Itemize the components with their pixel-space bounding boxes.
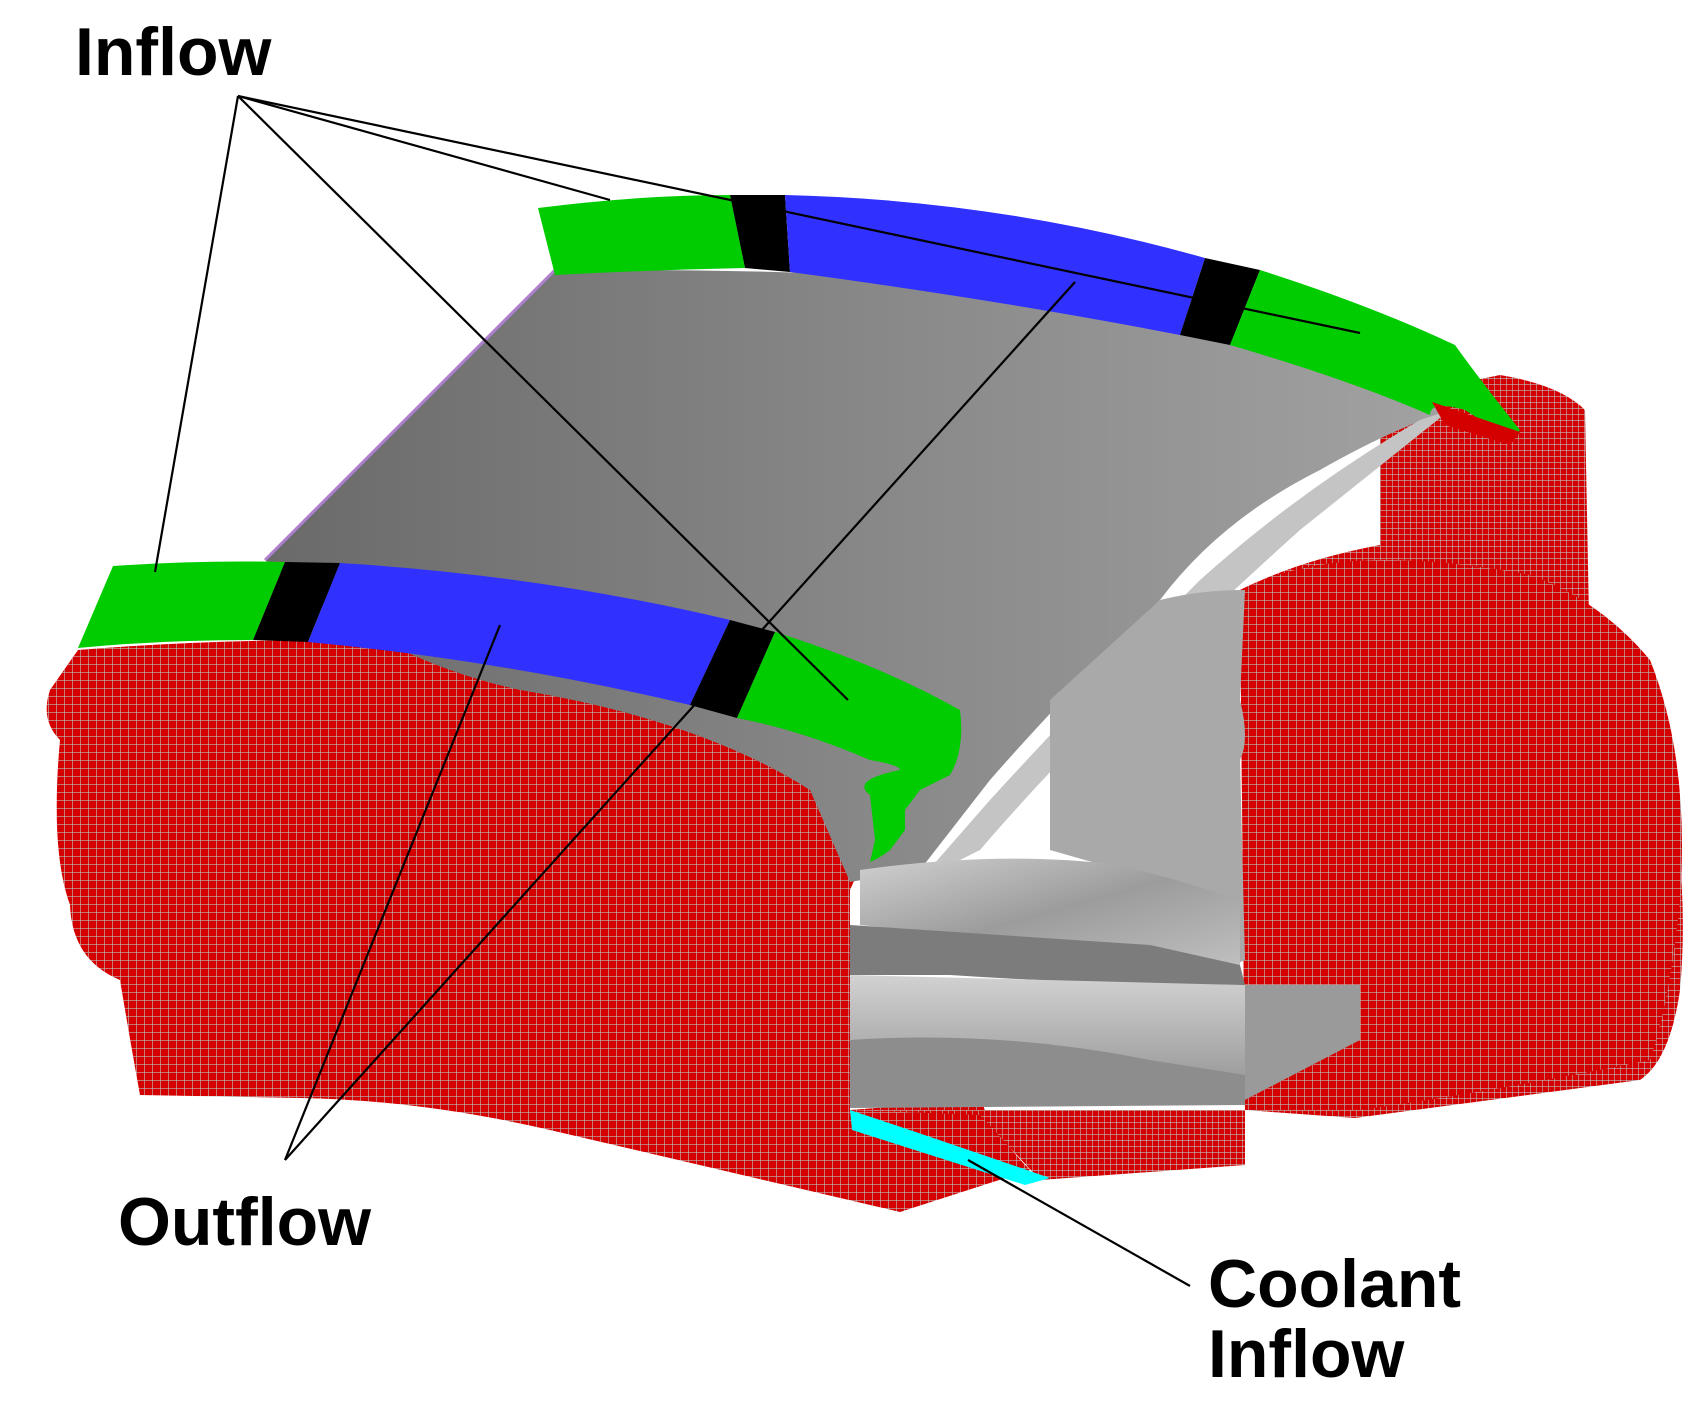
leader-lines (153, 94, 1361, 1287)
front-divider-right (690, 620, 775, 718)
leader-outflow-to-back (284, 281, 1076, 1161)
platform-block-side (1245, 985, 1360, 1100)
leader-inflow-to-back-left (237, 94, 611, 202)
leader-inflow-to-front-right (237, 95, 849, 701)
back-red-tab (1432, 402, 1520, 445)
blade-top-surface (265, 269, 1450, 883)
mesh-strip-bottom (850, 1110, 1245, 1180)
blade-left-edge (263, 268, 557, 562)
mesh-block-left (46, 640, 1030, 1212)
leader-coolant (967, 1159, 1191, 1287)
leader-inflow-to-back-right (237, 94, 1361, 335)
back-outflow-blue (785, 195, 1205, 335)
front-inflow-green-right (737, 632, 962, 862)
platform-upper (850, 925, 1245, 985)
front-inflow-green-left (78, 561, 285, 648)
front-outflow-blue (308, 563, 730, 705)
platform-slot (850, 1037, 1245, 1105)
inflow-label: Inflow (75, 14, 272, 90)
back-divider-left (730, 195, 790, 272)
coolant-inflow-region (850, 1110, 1050, 1185)
back-inflow-green-right (1230, 270, 1520, 440)
leader-outflow-to-front (283, 624, 502, 1161)
pocket-back-wall (1050, 590, 1245, 980)
coolant-label-line2: Inflow (1208, 1316, 1405, 1392)
pocket-shelf (860, 858, 1240, 965)
leader-inflow-to-front-left (153, 95, 240, 573)
back-inflow-green-left (538, 195, 745, 275)
mesh-block-right-front (1240, 560, 1682, 1110)
back-divider-right (1180, 258, 1260, 345)
coolant-label-line1: Coolant (1208, 1246, 1462, 1322)
outflow-label: Outflow (118, 1184, 372, 1260)
front-divider-left (253, 562, 340, 642)
